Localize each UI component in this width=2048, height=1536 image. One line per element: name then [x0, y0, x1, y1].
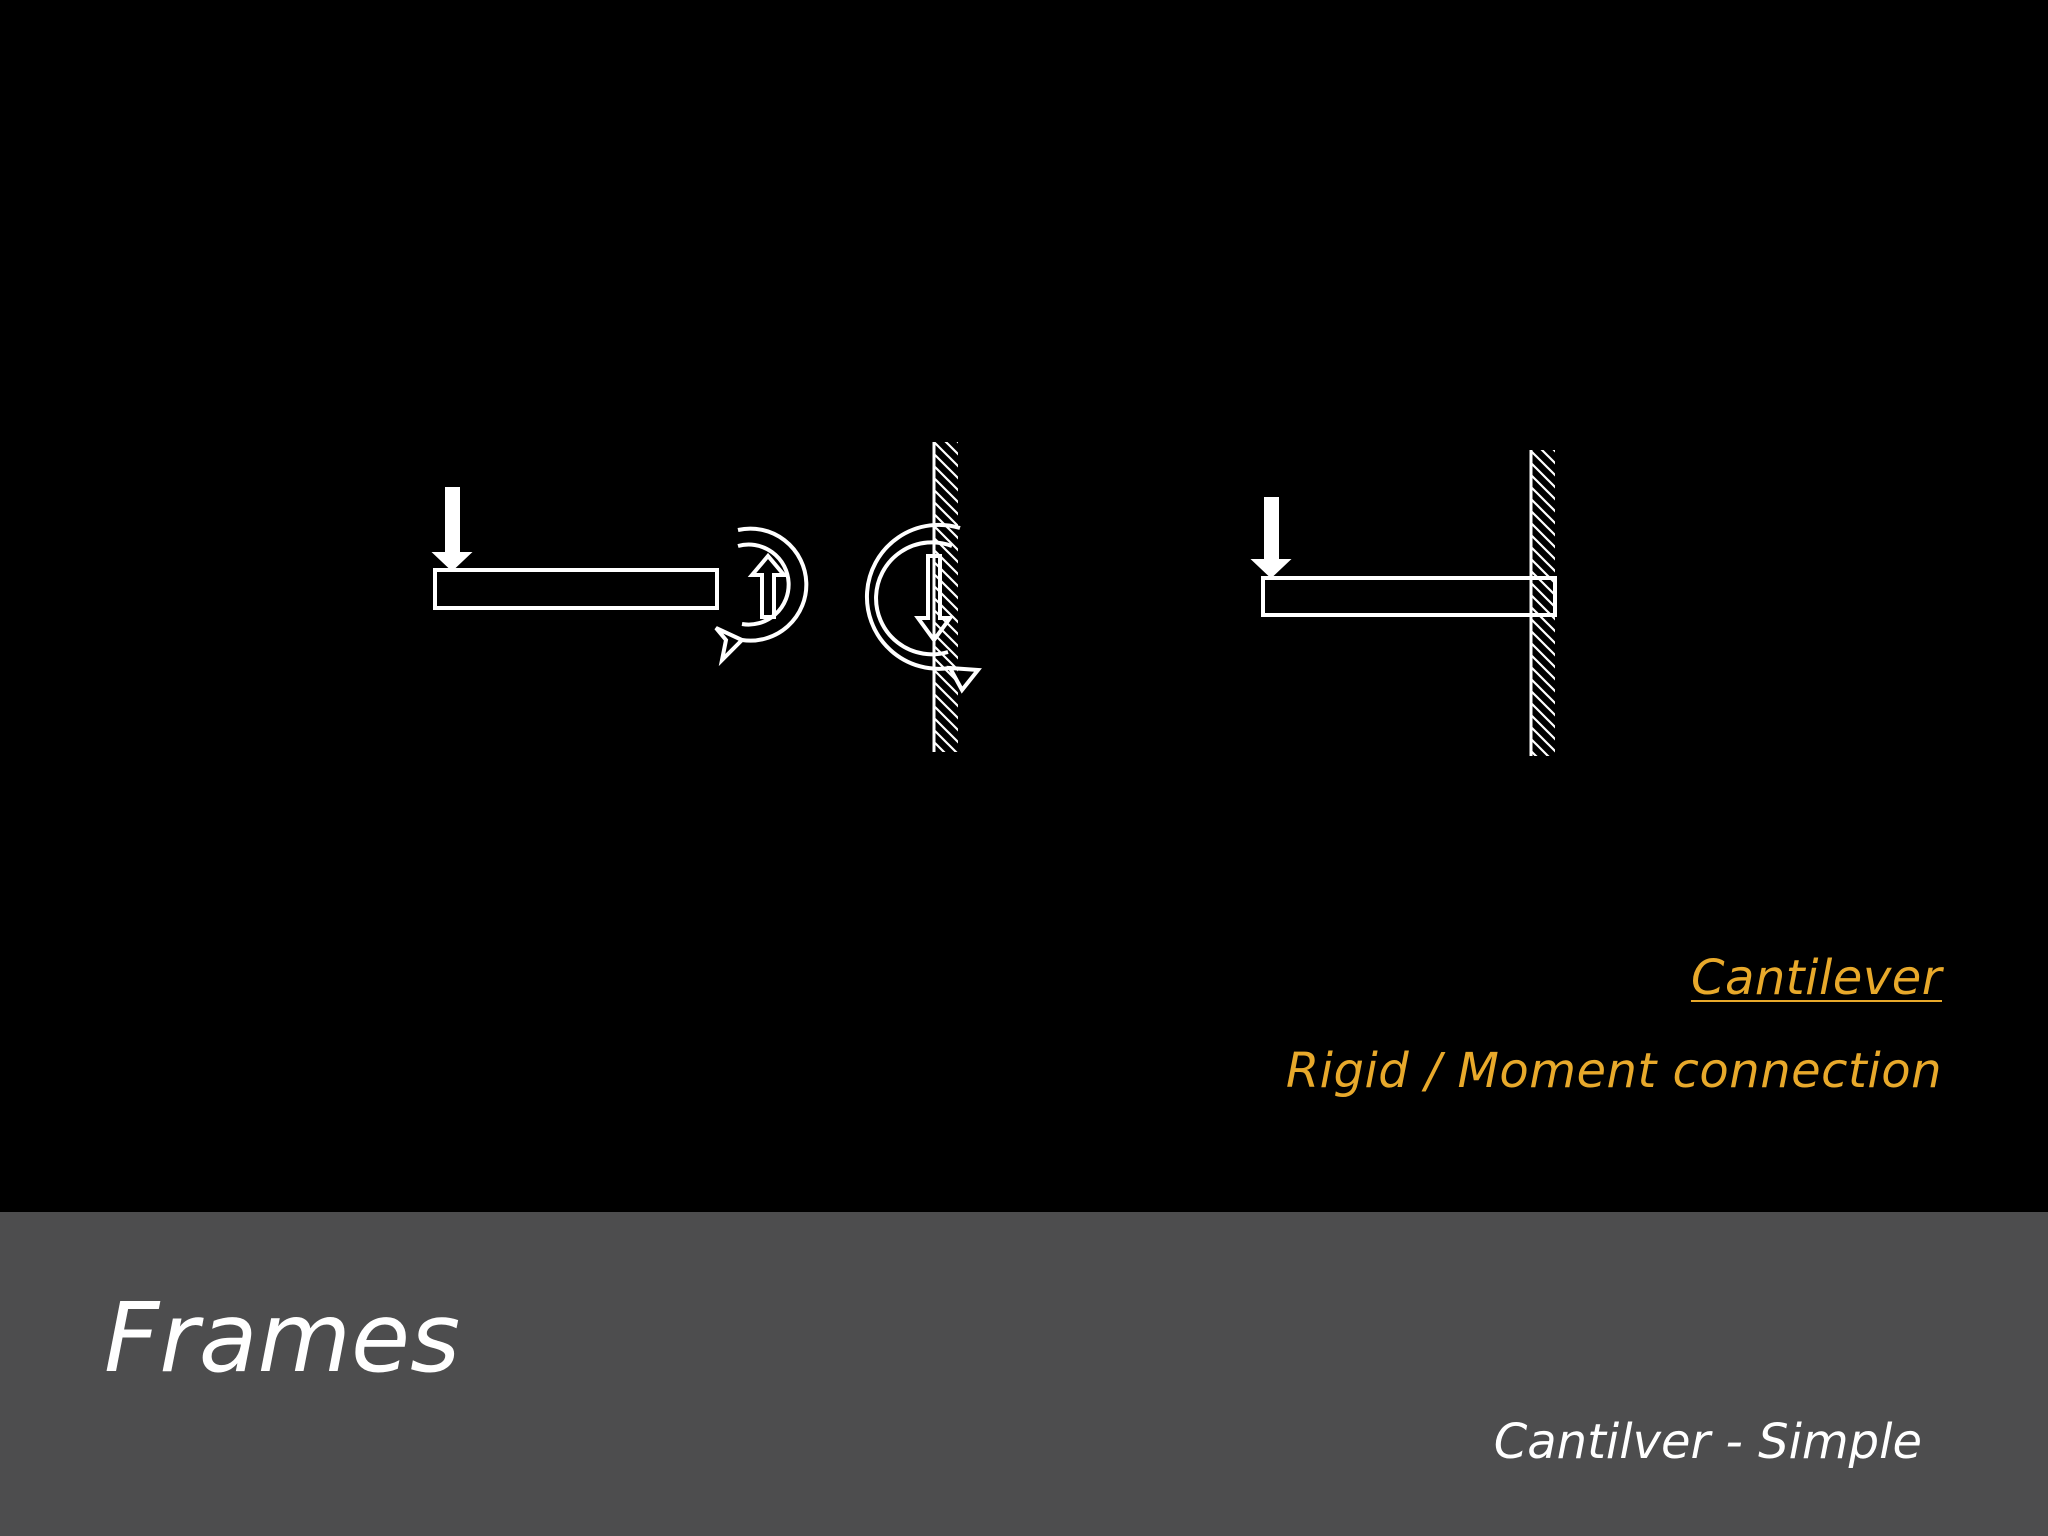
slide-title: Frames — [104, 1282, 461, 1394]
assembled-cantilever-figure — [1250, 450, 1557, 756]
rotation-arrow-ccw-icon — [714, 526, 809, 667]
load-arrow-icon — [431, 487, 473, 572]
cantilever-diagram — [431, 442, 1557, 756]
fixed-wall-left — [932, 442, 958, 752]
rotation-arrow-cw-icon — [864, 522, 982, 694]
exploded-connection-figure — [431, 442, 982, 752]
slide-subtitle: Cantilver - Simple — [1493, 1414, 1922, 1470]
beam-left — [433, 568, 719, 610]
load-arrow-icon — [1250, 497, 1292, 579]
footer-bar: Frames Cantilver - Simple — [0, 1212, 2048, 1536]
caption-subtitle: Rigid / Moment connection — [1285, 1043, 1942, 1099]
caption-title: Cantilever — [1690, 950, 1942, 1006]
fixed-wall-right — [1529, 450, 1555, 756]
beam-right — [1261, 576, 1557, 617]
